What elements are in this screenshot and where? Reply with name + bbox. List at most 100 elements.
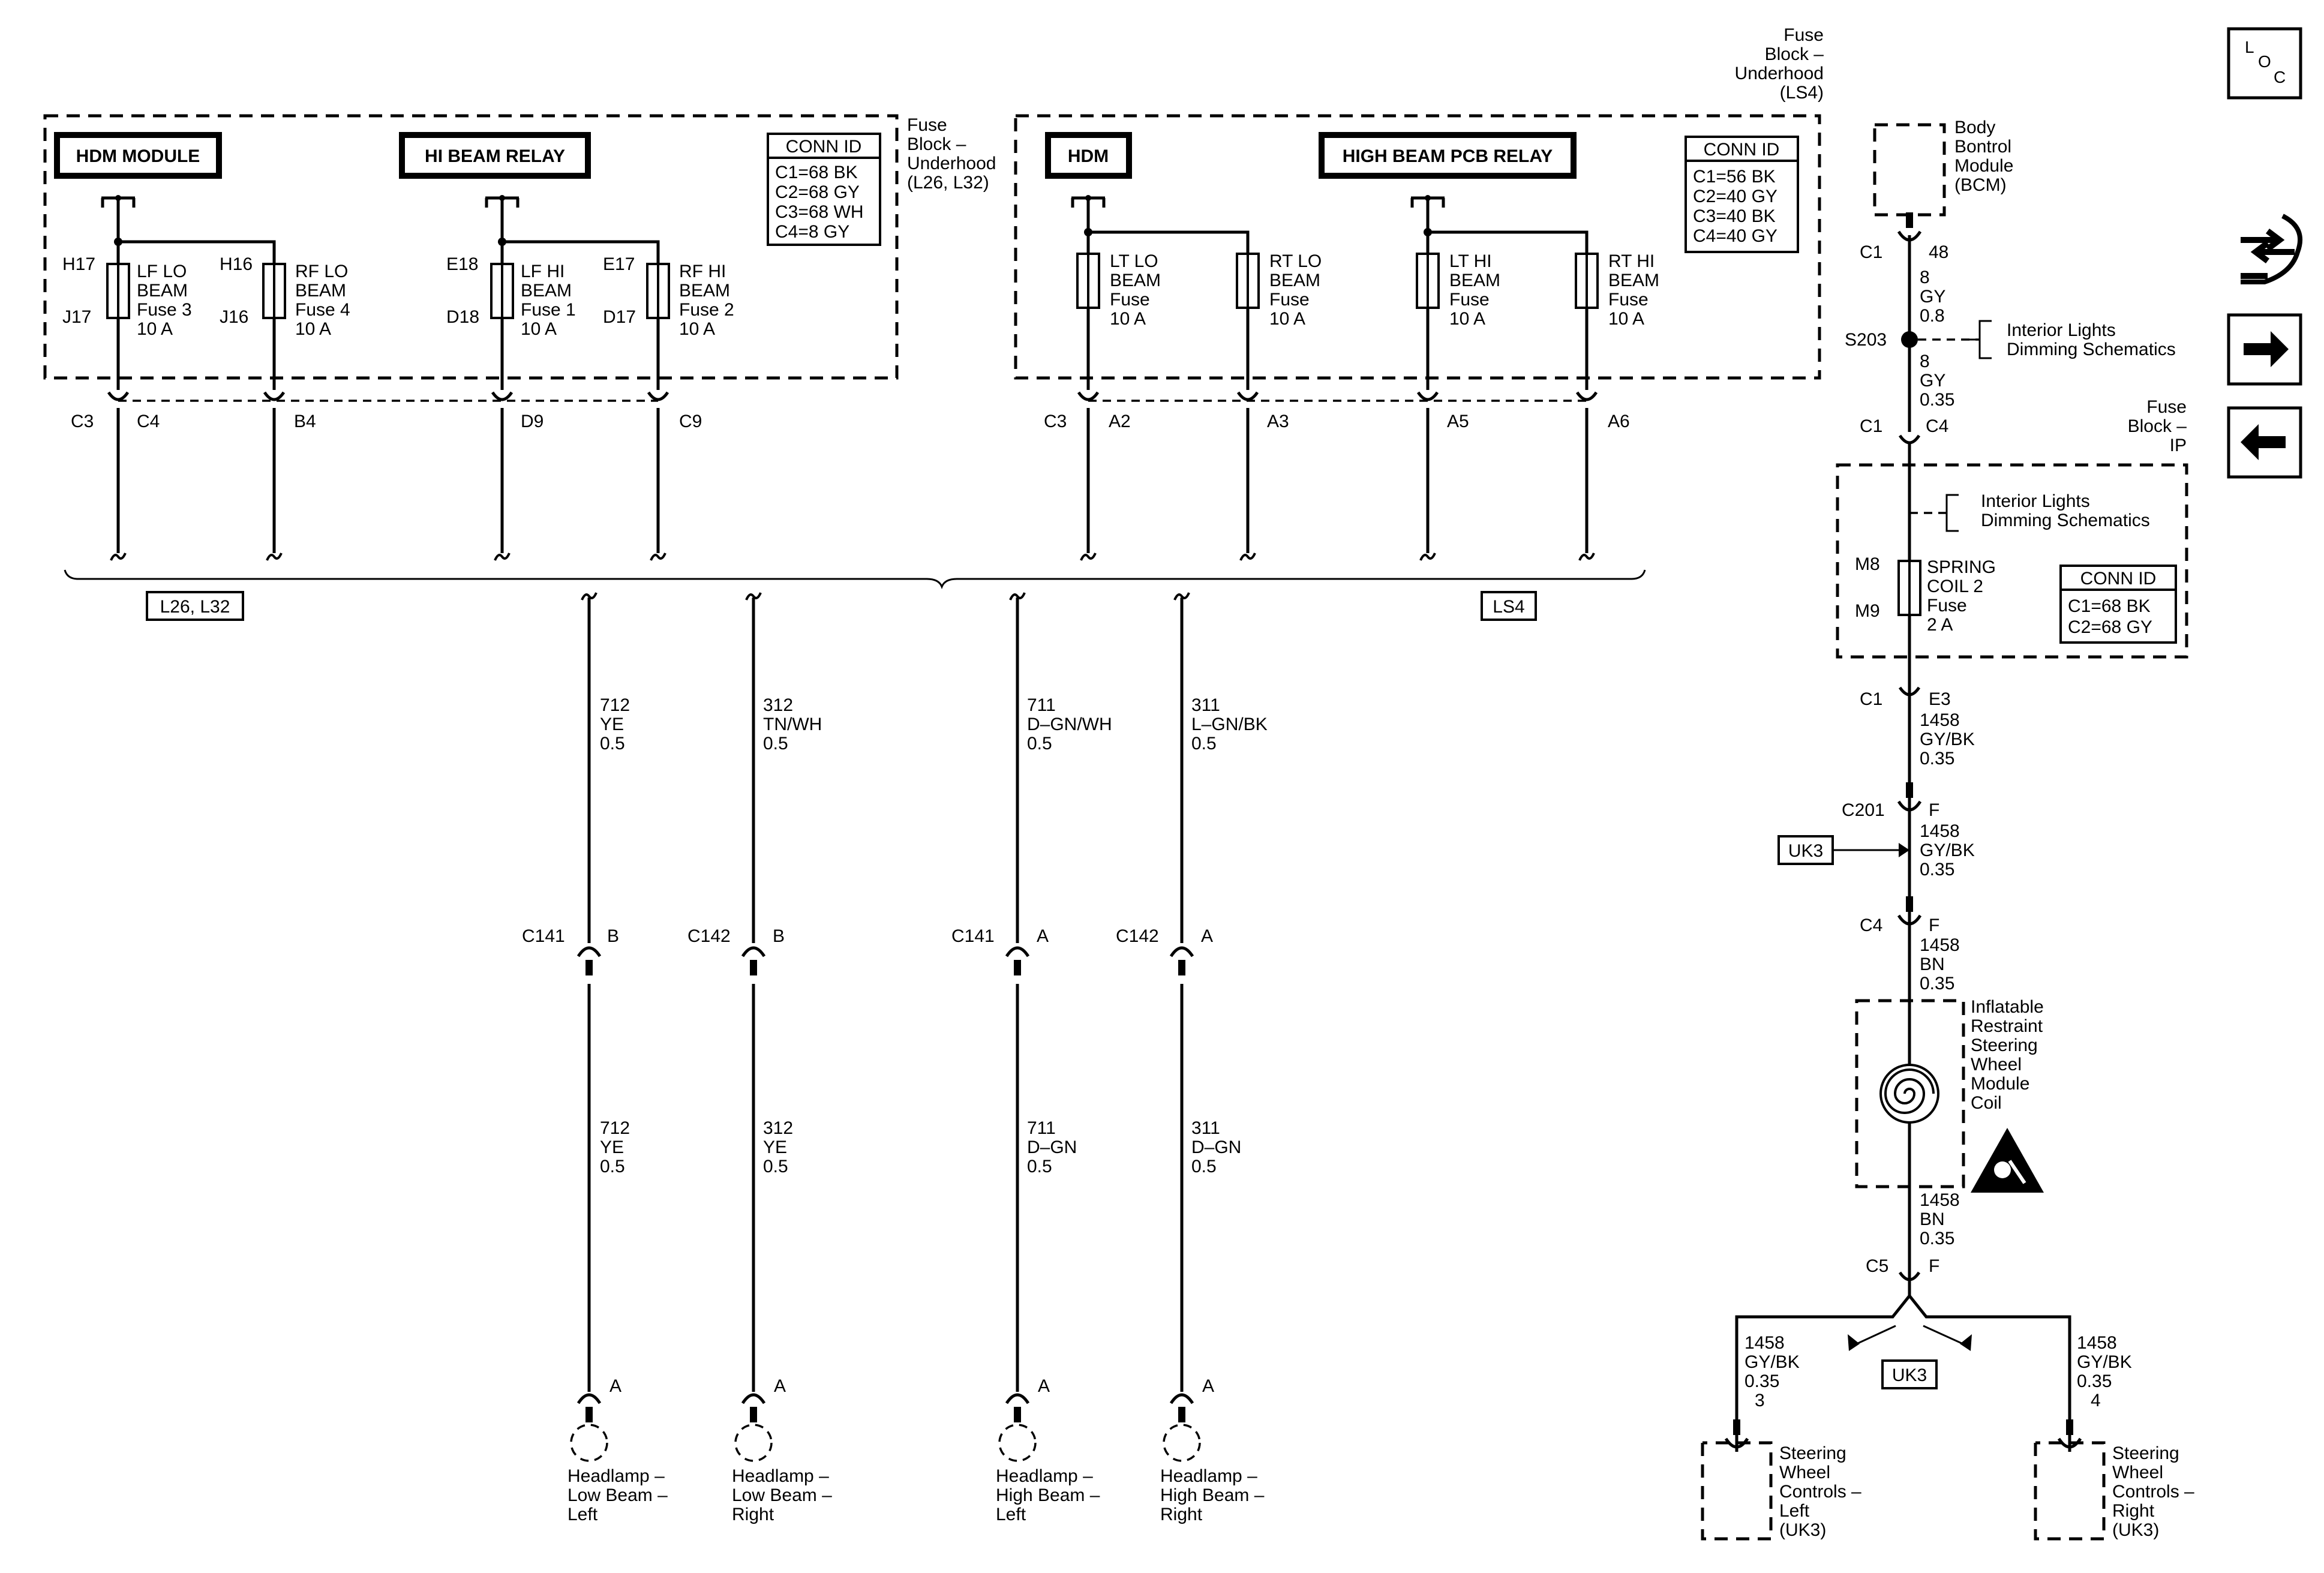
wire-color: GY: [1920, 287, 1945, 307]
headlamp-circuits: 712 YE 0.5 C141 B 712 YE 0.5 A Headlamp …: [522, 592, 1268, 1524]
right-fuse-block: Fuse Block – Underhood (LS4) HDM HIGH BE…: [1014, 25, 1824, 562]
wire-color: D–GN: [1191, 1137, 1241, 1157]
fuse-label: RF HI: [679, 262, 726, 281]
fuse-label: 2 A: [1927, 615, 1953, 635]
ground-icon: [101, 195, 135, 208]
coil-label: Steering: [1971, 1035, 2038, 1055]
splice-label: S203: [1845, 330, 1887, 350]
fuse-label: 10 A: [1269, 309, 1305, 329]
fuse-label: SPRING: [1927, 557, 1996, 577]
option-tag-l26-l32: [146, 591, 244, 621]
connector-icon: [1171, 1395, 1193, 1422]
connector-name: C142: [1116, 926, 1159, 946]
connector-icon: [1007, 948, 1028, 975]
reference-label: Dimming Schematics: [2007, 340, 2176, 359]
wire-break-icon: [650, 552, 666, 562]
fuse-block-label-line: Fuse: [907, 115, 947, 135]
wire-break-icon: [494, 552, 511, 562]
connector-icon: [743, 948, 764, 975]
component-label: Headlamp –: [732, 1466, 829, 1486]
component-label: Headlamp –: [996, 1466, 1093, 1486]
connector-pin: F: [1929, 915, 1939, 935]
fuse-block-label-line: Fuse: [1783, 25, 1824, 45]
fuse-icon: [490, 263, 514, 319]
pin-label: E17: [603, 254, 635, 274]
connector-name: C5: [1866, 1256, 1888, 1276]
hdm-label: HDM: [1068, 146, 1109, 166]
wire-color: TN/WH: [763, 715, 822, 734]
component-label: Left: [1779, 1501, 1810, 1521]
bcm-box: [1873, 123, 1946, 217]
connector-pin: A3: [1267, 412, 1289, 431]
connector-pin: A: [1202, 1376, 1214, 1396]
connector-pin: A: [1038, 1376, 1050, 1396]
connector-pin: A5: [1447, 412, 1469, 431]
fuse-label: BEAM: [1449, 271, 1500, 290]
wire-number: 1458: [1920, 935, 1960, 955]
fuse-label: 10 A: [1449, 309, 1485, 329]
headlamp-icon: [734, 1424, 773, 1462]
wire-number: 1458: [1744, 1333, 1785, 1353]
loc-button[interactable]: L O C: [2227, 27, 2302, 100]
fuse-label: RT LO: [1269, 251, 1322, 271]
pin-label: E18: [446, 254, 478, 274]
connector-pin: 3: [1755, 1391, 1765, 1410]
hdm-box: [1045, 132, 1132, 179]
connector-pin: D9: [521, 412, 544, 431]
wire-break-icon: [266, 552, 283, 562]
connector-name: C201: [1842, 800, 1885, 820]
connector-pin: A: [1201, 926, 1213, 946]
fuse-icon: [106, 263, 130, 319]
wire-size: 0.5: [600, 734, 625, 754]
wire-number: 1458: [2077, 1333, 2117, 1353]
wire-size: 0.5: [1191, 1157, 1217, 1176]
connector-pin: 48: [1929, 242, 1948, 262]
connector-pin: A2: [1109, 412, 1131, 431]
fuse-label: LT HI: [1449, 251, 1492, 271]
connector-icon: [578, 948, 600, 975]
conn-id-row: C4=8 GY: [775, 222, 849, 242]
fuse-icon: [1236, 253, 1260, 309]
wire-number: 311: [1191, 1118, 1220, 1138]
connector-name: C141: [522, 926, 565, 946]
high-beam-pcb-relay-box: [1319, 132, 1577, 179]
pin-label: J17: [62, 307, 91, 327]
wire-color: L–GN/BK: [1191, 715, 1268, 734]
wire-color: BN: [1920, 1209, 1945, 1229]
fuse-label: RF LO: [295, 262, 348, 281]
coil-label: Module: [1971, 1074, 2029, 1094]
connector-pin: B4: [294, 412, 316, 431]
fuse-label: Fuse: [1449, 290, 1490, 310]
reference-label: Dimming Schematics: [1981, 511, 2150, 530]
connector-icon: [1007, 1395, 1028, 1422]
fuse-label: Fuse: [1269, 290, 1310, 310]
headlamp-circuit-high-left: 711 D–GN/WH 0.5 C141 A 711 D–GN 0.5 A He…: [951, 592, 1112, 1524]
fuse-label: LF LO: [137, 262, 187, 281]
connector-name: C4: [1860, 915, 1882, 935]
fuse-label: BEAM: [1269, 271, 1320, 290]
component-label: Wheel: [1779, 1463, 1830, 1482]
connector-icon: [743, 1395, 764, 1422]
component-label: (UK3): [2112, 1520, 2159, 1540]
fuse-label: BEAM: [1608, 271, 1659, 290]
connector-pin: A6: [1608, 412, 1630, 431]
previous-page-icon[interactable]: [2227, 406, 2302, 479]
wire-break-icon: [1419, 552, 1436, 562]
coil-label: Coil: [1971, 1093, 2002, 1113]
coil-label: Restraint: [1971, 1016, 2043, 1036]
option-tag-text: LS4: [1493, 597, 1524, 617]
conn-id-row: C2=68 GY: [2068, 617, 2152, 637]
conn-id-table: CONN ID C1=68 BK C2=68 GY: [2059, 565, 2177, 644]
component-label: (UK3): [1779, 1520, 1826, 1540]
connector-end-view-icon[interactable]: [2241, 214, 2302, 284]
wire-size: 0.35: [1744, 1371, 1779, 1391]
bcm-label: (BCM): [1954, 175, 2007, 195]
coil-module-box: [1855, 999, 1965, 1188]
bcm-label: Module: [1954, 156, 2013, 176]
wire-size: 0.35: [1920, 390, 1954, 410]
component-label: Low Beam –: [568, 1485, 668, 1505]
next-page-icon[interactable]: [2227, 313, 2302, 386]
coil-label: Inflatable: [1971, 997, 2044, 1017]
component-label: Left: [568, 1505, 598, 1524]
option-tag-text: UK3: [1788, 841, 1823, 861]
